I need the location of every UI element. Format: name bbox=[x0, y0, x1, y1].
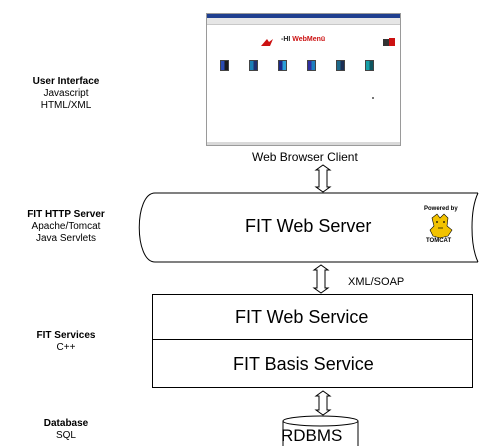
database-cylinder bbox=[282, 415, 359, 446]
layer-line: SQL bbox=[55, 430, 76, 441]
menu-tile-icon bbox=[307, 60, 316, 71]
browser-corner-icon bbox=[383, 34, 395, 46]
layer-title: FIT HTTP Server bbox=[27, 209, 105, 220]
menu-tile-icon bbox=[365, 60, 374, 71]
browser-screenshot: -HI WebMenü bbox=[206, 13, 401, 146]
browser-titlebar bbox=[207, 14, 400, 18]
browser-statusbar bbox=[207, 142, 400, 145]
web-menu-title-red: WebMenü bbox=[292, 36, 326, 43]
layer-title: FIT Services bbox=[36, 330, 96, 341]
label-database: Database SQL bbox=[16, 418, 116, 442]
database-label: RDBMS bbox=[281, 426, 343, 445]
layer-line: Java Servlets bbox=[35, 233, 97, 244]
tomcat-badge-bottom: TOMCAT bbox=[426, 238, 452, 244]
label-user-interface: User Interface Javascript HTML/XML bbox=[16, 76, 116, 112]
layer-line: Javascript bbox=[43, 88, 89, 99]
basis-service-label: FIT Basis Service bbox=[233, 354, 374, 374]
connector-arrow-1 bbox=[314, 164, 332, 193]
tomcat-badge-top: Powered by bbox=[424, 206, 458, 212]
server-label: FIT Web Server bbox=[245, 216, 372, 236]
label-services: FIT Services C++ bbox=[16, 330, 116, 354]
cursor-dot bbox=[372, 97, 374, 99]
menu-tile-icon bbox=[220, 60, 229, 71]
layer-line: HTML/XML bbox=[40, 100, 92, 111]
menu-tile-icon bbox=[249, 60, 258, 71]
tomcat-icon bbox=[429, 213, 453, 239]
label-http-server: FIT HTTP Server Apache/Tomcat Java Servl… bbox=[10, 209, 122, 245]
web-menu-title: -HI WebMenü bbox=[281, 36, 325, 43]
layer-line: Apache/Tomcat bbox=[31, 221, 101, 232]
web-service-label: FIT Web Service bbox=[235, 307, 369, 327]
connector-arrow-2 bbox=[312, 264, 330, 294]
connector-arrow-3 bbox=[314, 390, 332, 416]
server-cylinder bbox=[138, 192, 479, 263]
menu-tile-icon bbox=[336, 60, 345, 71]
layer-line: C++ bbox=[56, 342, 76, 353]
menu-tile-icon bbox=[278, 60, 287, 71]
web-menu-title-prefix: -HI bbox=[281, 36, 293, 43]
web-service-box: FIT Web Service bbox=[152, 294, 473, 340]
connector-label: XML/SOAP bbox=[348, 276, 405, 288]
basis-service-box: FIT Basis Service bbox=[152, 339, 473, 388]
browser-logo-icon bbox=[260, 34, 274, 46]
browser-toolbar bbox=[207, 18, 400, 25]
layer-title: Database bbox=[43, 418, 89, 429]
browser-caption: Web Browser Client bbox=[252, 150, 358, 164]
layer-title: User Interface bbox=[32, 76, 100, 87]
